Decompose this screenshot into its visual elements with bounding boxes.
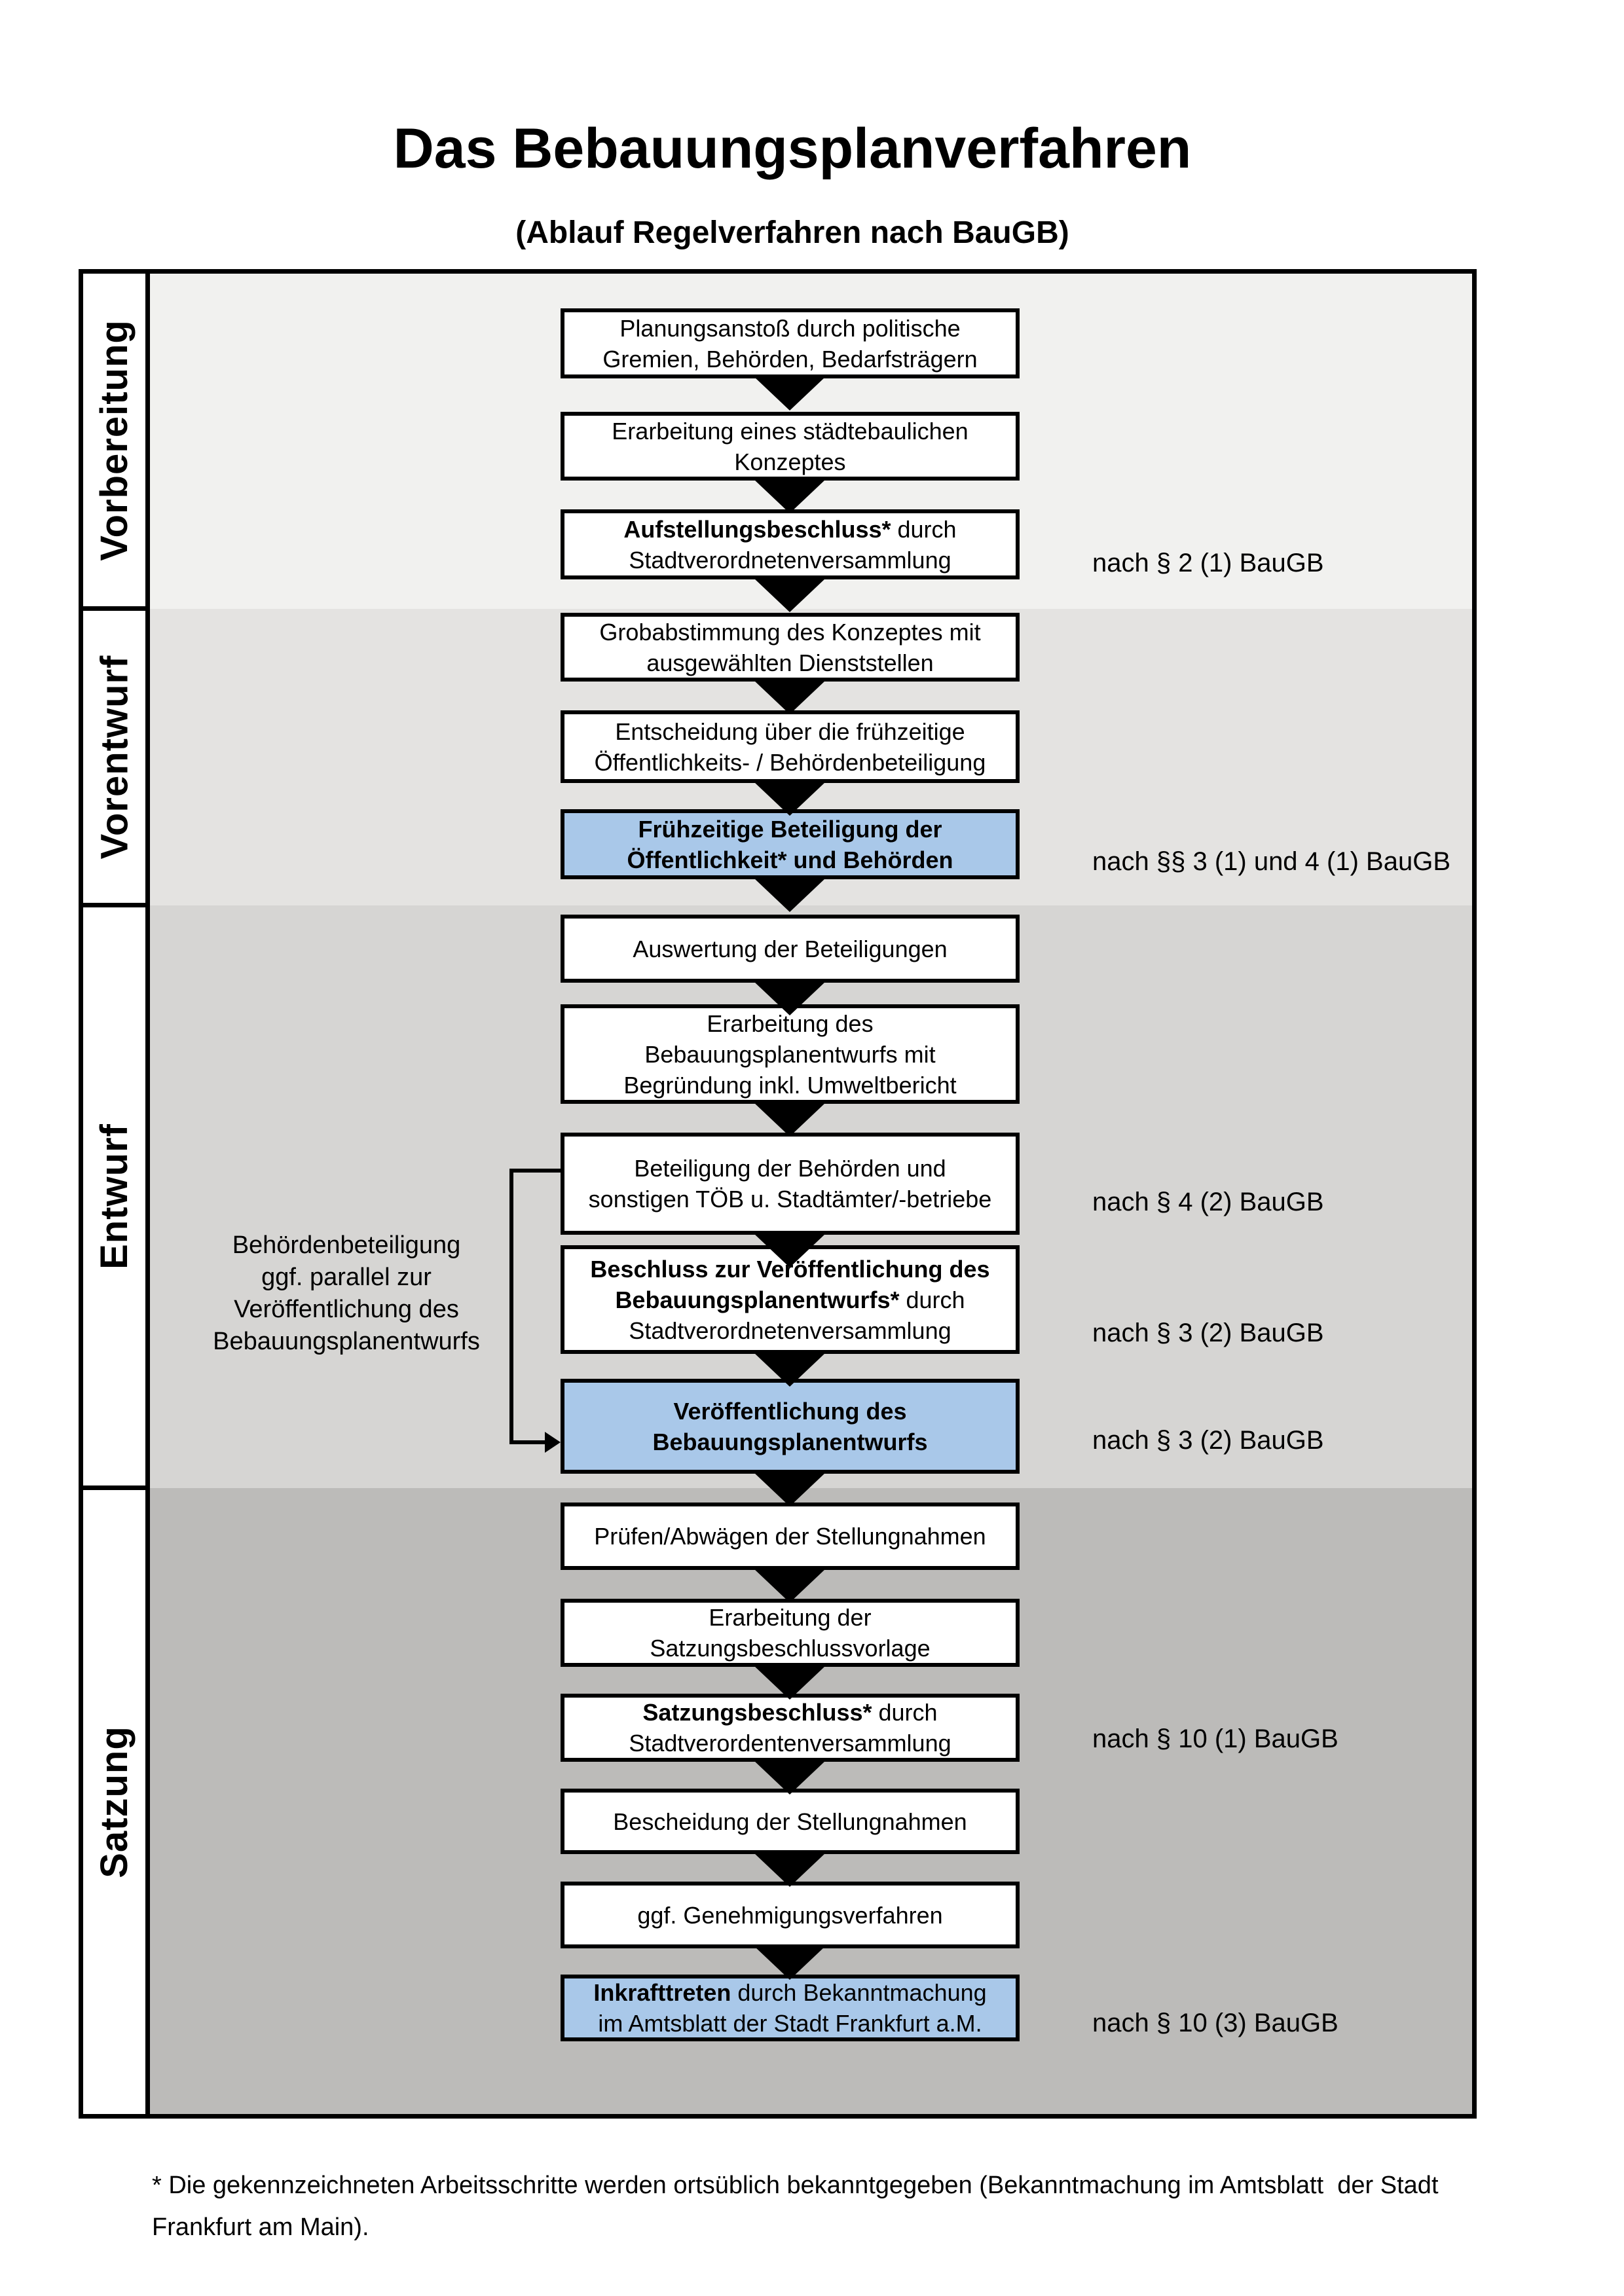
down-arrow-icon: [754, 1666, 826, 1700]
down-arrow-icon: [754, 1946, 826, 1980]
phase-label-entwurf: Entwurf: [83, 907, 145, 1485]
flow-box-pruefen-abwaegen: Prüfen/Abwägen der Stellungnahmen: [561, 1503, 1020, 1570]
flow-box-entscheidung-beteiligung: Entscheidung über die frühzeitige Öffent…: [561, 710, 1020, 783]
down-arrow-icon: [754, 479, 826, 513]
box-text-bold: Inkrafttreten: [593, 1979, 731, 2006]
phase-divider-line: [83, 606, 145, 611]
flow-box-behoerdenbeteiligung: Beteiligung der Behörden und sonstigen T…: [561, 1133, 1020, 1235]
flow-box-planungsanstoss: Planungsanstoß durch politische Gremien,…: [561, 308, 1020, 378]
box-text: ggf. Genehmigungsverfahren: [637, 1901, 943, 1929]
legal-reference: nach § 10 (3) BauGB: [1092, 2009, 1338, 2037]
phase-divider-line: [83, 903, 145, 907]
box-text: Auswertung der Beteiligungen: [633, 935, 948, 962]
phase-label-text: Satzung: [93, 1726, 136, 1878]
flow-box-inkrafttreten: Inkrafttreten durch Bekanntmachung im Am…: [561, 1975, 1020, 2041]
legal-reference: nach § 3 (2) BauGB: [1092, 1426, 1324, 1455]
box-text: durch Stadtverordnetenversammlung: [629, 515, 957, 574]
box-text: durch Stadtverordentenversammlung: [629, 1699, 951, 1757]
elbow-connector-bottom-line: [509, 1440, 547, 1444]
box-text: Entscheidung über die frühzeitige Öffent…: [594, 718, 986, 776]
elbow-connector-top-line: [509, 1169, 561, 1173]
right-arrow-icon: [545, 1432, 561, 1453]
flow-box-grobabstimmung: Grobabstimmung des Konzeptes mit ausgewä…: [561, 613, 1020, 682]
box-text: Erarbeitung eines städtebaulichen Konzep…: [612, 417, 969, 475]
box-text: Planungsanstoß durch politische Gremien,…: [602, 314, 978, 373]
down-arrow-icon: [754, 1569, 826, 1603]
legal-reference: nach § 3 (2) BauGB: [1092, 1319, 1324, 1347]
elbow-connector-vertical-line: [509, 1169, 513, 1444]
legal-reference: nach § 10 (1) BauGB: [1092, 1724, 1338, 1753]
down-arrow-icon: [754, 878, 826, 912]
down-arrow-icon: [754, 1353, 826, 1387]
box-text: Bescheidung der Stellungnahmen: [613, 1808, 967, 1835]
side-note: Behördenbeteiligung ggf. parallel zur Ve…: [213, 1231, 480, 1355]
flow-box-bescheidung: Bescheidung der Stellungnahmen: [561, 1789, 1020, 1854]
phase-label-text: Entwurf: [93, 1123, 136, 1269]
phase-label-text: Vorentwurf: [93, 655, 136, 859]
phase-label-vorentwurf: Vorentwurf: [83, 611, 145, 903]
box-text: Prüfen/Abwägen der Stellungnahmen: [594, 1523, 986, 1550]
phase-label-text: Vorbereitung: [93, 319, 136, 561]
box-text: Erarbeitung der Satzungsbeschlussvorlage: [650, 1604, 931, 1662]
footnote: * Die gekennzeichneten Arbeitsschritte w…: [152, 2172, 1439, 2241]
down-arrow-icon: [754, 680, 826, 714]
down-arrow-icon: [754, 578, 826, 612]
box-text-bold: Beschluss zur Veröffentlichung des Bebau…: [590, 1255, 990, 1313]
box-text: durch Bekanntmachung im Amtsblatt der St…: [598, 1979, 987, 2037]
down-arrow-icon: [754, 782, 826, 816]
phase-label-satzung: Satzung: [83, 1490, 145, 2114]
down-arrow-icon: [754, 981, 826, 1015]
flow-box-fruehzeitige-beteiligung: Frühzeitige Beteiligung der Öffentlichke…: [561, 809, 1020, 879]
legal-reference: nach §§ 3 (1) und 4 (1) BauGB: [1092, 847, 1450, 876]
box-text-bold: Aufstellungsbeschluss*: [623, 515, 891, 543]
box-text: Erarbeitung des Bebauungsplanentwurfs mi…: [623, 1010, 957, 1099]
legal-reference: nach § 2 (1) BauGB: [1092, 549, 1324, 577]
box-text: Grobabstimmung des Konzeptes mit ausgewä…: [599, 618, 981, 676]
phase-divider-line: [83, 1485, 145, 1490]
box-text-bold: Veröffentlichung des Bebauungsplanentwur…: [652, 1397, 928, 1455]
down-arrow-icon: [754, 1472, 826, 1506]
down-arrow-icon: [754, 1760, 826, 1795]
phase-label-vorbereitung: Vorbereitung: [83, 274, 145, 606]
legal-reference: nach § 4 (2) BauGB: [1092, 1188, 1324, 1216]
box-text-bold: Frühzeitige Beteiligung der Öffentlichke…: [627, 815, 953, 873]
page-subtitle: (Ablauf Regelverfahren nach BauGB): [515, 215, 1069, 250]
page-title: Das Bebauungsplanverfahren: [393, 117, 1192, 180]
flow-box-veroeffentlichung: Veröffentlichung des Bebauungsplanentwur…: [561, 1379, 1020, 1474]
box-text: Beteiligung der Behörden und sonstigen T…: [588, 1155, 992, 1212]
flow-box-satzungsbeschlussvorlage: Erarbeitung der Satzungsbeschlussvorlage: [561, 1599, 1020, 1667]
phase-column-divider: [145, 274, 150, 2114]
flow-box-staedtebauliches-konzept: Erarbeitung eines städtebaulichen Konzep…: [561, 412, 1020, 481]
phase-label-column: [83, 274, 145, 2114]
box-text-bold: Satzungsbeschluss*: [642, 1699, 872, 1726]
down-arrow-icon: [754, 1233, 826, 1267]
flow-box-erarbeitung-entwurf: Erarbeitung des Bebauungsplanentwurfs mi…: [561, 1004, 1020, 1104]
down-arrow-icon: [754, 376, 826, 410]
flow-box-auswertung: Auswertung der Beteiligungen: [561, 915, 1020, 983]
flow-box-aufstellungsbeschluss: Aufstellungsbeschluss* durch Stadtverord…: [561, 509, 1020, 579]
flow-box-genehmigungsverfahren: ggf. Genehmigungsverfahren: [561, 1882, 1020, 1948]
down-arrow-icon: [754, 1102, 826, 1137]
flow-box-satzungsbeschluss: Satzungsbeschluss* durch Stadtverordente…: [561, 1694, 1020, 1762]
down-arrow-icon: [754, 1853, 826, 1887]
box-text: durch Stadtverordnetenversammlung: [629, 1286, 965, 1344]
